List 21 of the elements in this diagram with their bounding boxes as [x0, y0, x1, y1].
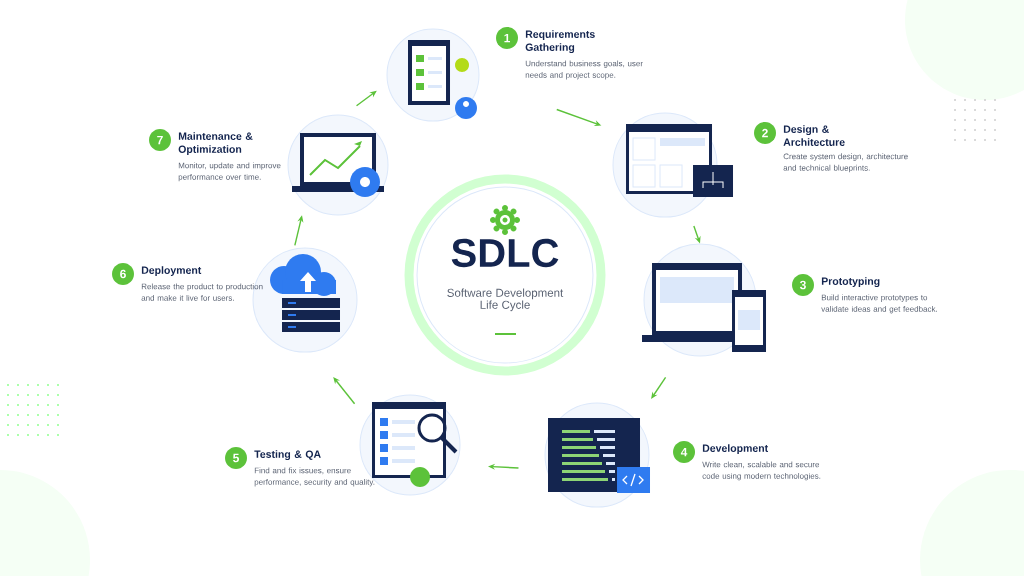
step-badge: 2 [754, 122, 776, 144]
step-badge: 6 [112, 263, 134, 285]
step-description: Write clean, scalable and secure code using modern technologies. [702, 461, 821, 481]
step-description: Release the product to production and make it live for users. [141, 283, 263, 301]
step-description: Monitor, update and improve performance over time. [178, 162, 281, 182]
step-badge: 4 [673, 441, 695, 463]
step-badge: 5 [225, 447, 247, 469]
step-heading: Testing & QA [254, 450, 321, 461]
step-description: Build interactive prototypes to validate ideas and get feedback. [821, 294, 937, 314]
step-heading: Maintenance & Optimization [178, 132, 253, 155]
step-heading: Requirements Gathering [525, 30, 595, 54]
step-description: Understand business goals, user needs and project scope. [525, 60, 643, 80]
step-heading: Development [702, 444, 768, 454]
step-heading: Prototyping [821, 277, 880, 288]
step-badge: 7 [149, 129, 171, 151]
step-description: Create system design, architecture and technical blueprints. [783, 153, 908, 173]
step-description: Find and fix issues, ensure performance, security and quality. [254, 467, 375, 487]
step-heading: Deployment [141, 266, 202, 276]
step-badge: 3 [792, 274, 814, 296]
step-badge: 1 [496, 27, 518, 49]
step-heading: Design & Architecture [783, 125, 845, 146]
